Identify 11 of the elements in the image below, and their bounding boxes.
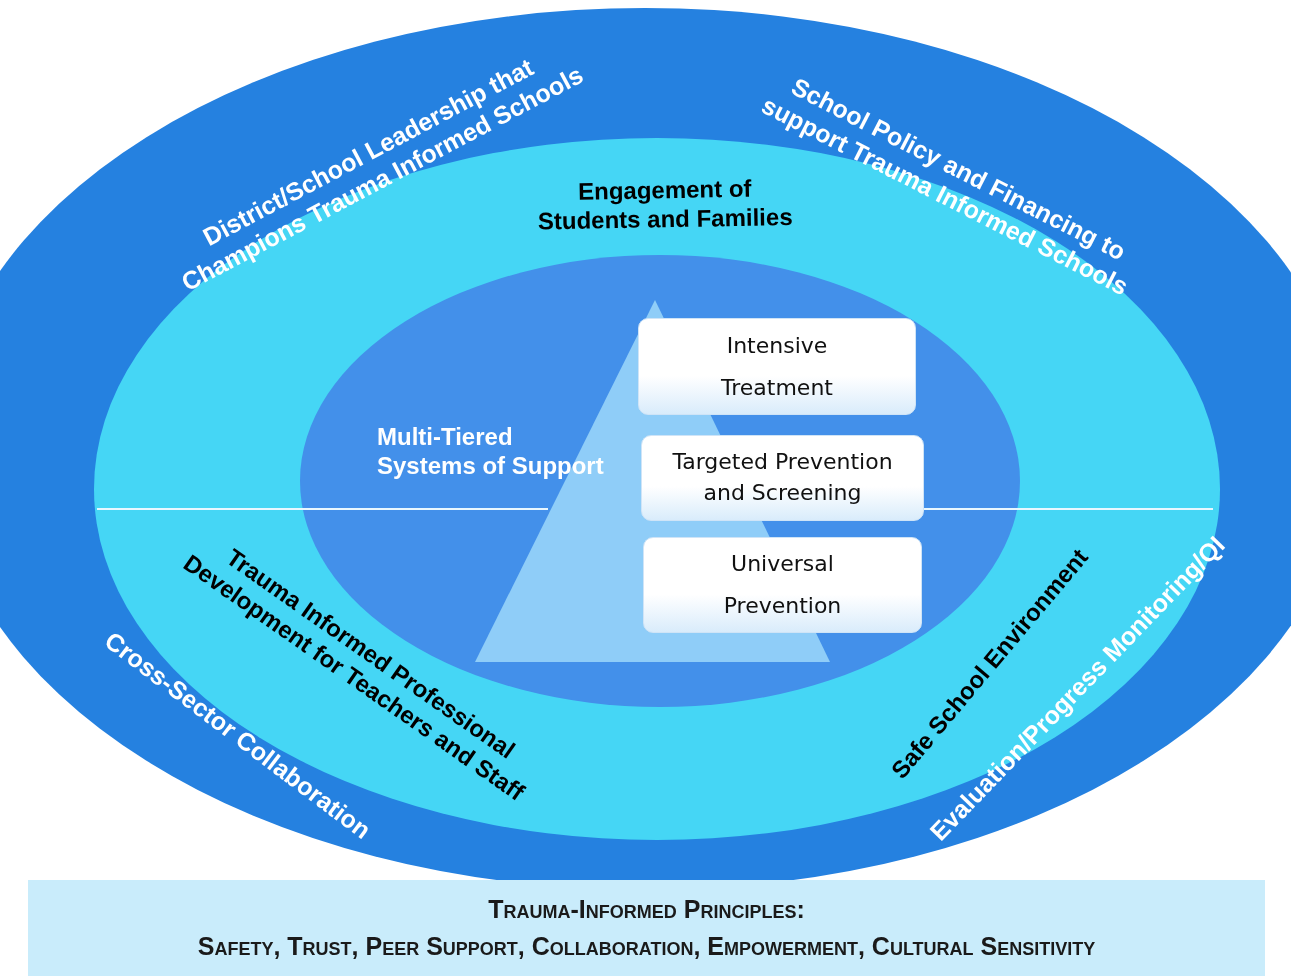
principles-band (28, 880, 1265, 976)
ring-label: Engagement of Students and Families (529, 173, 801, 237)
tier-box (641, 435, 924, 521)
tier-box (638, 318, 916, 415)
principles-list: Safety, Trust, Peer Support, Collaboration, Empowerment, Cultural Sensitivity (197, 928, 1096, 966)
ring-label: Multi-Tiered Systems of Support (377, 423, 607, 481)
principles-heading: Trauma-Informed Principles: (488, 893, 805, 925)
tier-box (643, 537, 922, 633)
tier-label: Intensive Treatment (720, 331, 834, 402)
tier-label: Targeted Prevention and Screening (671, 448, 894, 507)
tier-label: Universal Prevention (722, 550, 843, 620)
